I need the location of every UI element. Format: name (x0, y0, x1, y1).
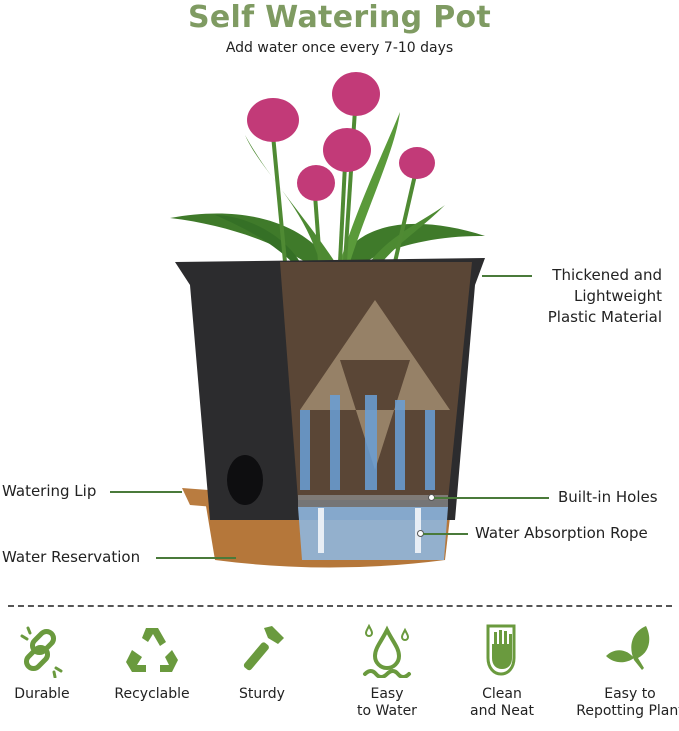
callout-lip: Watering Lip (2, 482, 97, 500)
callout-reservation: Water Reservation (2, 548, 141, 566)
callout-material-line2: Lightweight (573, 287, 662, 305)
dashed-divider (8, 605, 672, 607)
feature-sturdy: Sturdy (202, 622, 322, 703)
built-in-holes-grid (298, 495, 448, 507)
feature-easy-to-water: Easy to Water (327, 622, 447, 720)
water (298, 507, 448, 560)
callout-holes: Built-in Holes (558, 488, 658, 506)
water-wicking (300, 395, 435, 490)
feature-label: Easy to Water (327, 686, 447, 720)
leaf-icon (606, 626, 650, 670)
tulip-leaves (170, 112, 485, 266)
callout-line-rope (423, 533, 468, 535)
feature-clean-and-neat: Clean and Neat (442, 622, 562, 720)
soil-cutaway (280, 262, 472, 500)
tulip-flowers (247, 72, 435, 201)
callout-line-material (482, 275, 532, 277)
recycle-icon (126, 628, 178, 672)
hammer-icon (243, 626, 284, 671)
callout-line-holes (434, 497, 549, 499)
glove-hand-icon (486, 624, 516, 676)
feature-recyclable: Recyclable (92, 622, 212, 703)
feature-easy-to-repot: Easy to Repotting Plant (570, 622, 679, 720)
callout-material-line3: Plastic Material (547, 308, 662, 326)
callout-material-line1: Thickened and (552, 266, 662, 284)
broken-link-icon (20, 626, 63, 678)
feature-label-text: Easy to Repotting Plant (576, 686, 679, 719)
feature-label: Easy to Repotting Plant (570, 686, 679, 720)
watering-opening (227, 455, 263, 505)
pot-illustration (170, 72, 485, 568)
page-title: Self Watering Pot (187, 0, 492, 35)
water-drop-icon (363, 623, 411, 678)
subtitle: Add water once every 7-10 days (225, 40, 454, 56)
callout-line-lip (110, 491, 182, 493)
feature-label-text: Clean and Neat (470, 686, 534, 719)
feature-label: Sturdy (239, 686, 285, 702)
callout-material: Thickened and Lightweight Plastic Materi… (548, 265, 662, 328)
feature-label-text: Easy to Water (357, 686, 417, 719)
callout-rope: Water Absorption Rope (475, 524, 648, 542)
feature-label: Clean and Neat (442, 686, 562, 720)
feature-label: Durable (14, 686, 70, 702)
feature-label: Recyclable (114, 686, 190, 702)
callout-line-reservation (156, 557, 236, 559)
feature-durable: Durable (0, 622, 102, 703)
